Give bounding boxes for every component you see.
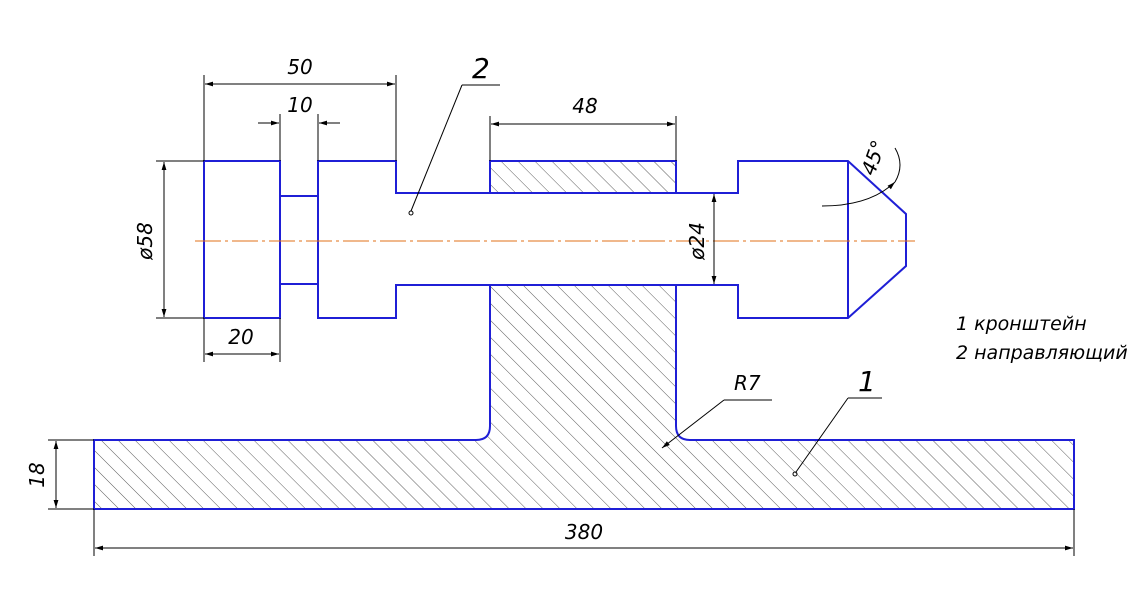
guide-outline — [203, 160, 281, 319]
part-label-2: 2 — [408, 52, 500, 216]
part-label-2-text: 2 — [472, 52, 490, 85]
guide-neck — [280, 195, 318, 285]
dimension-10-label: 10 — [287, 93, 312, 117]
dimension-diameter-58-label: ø58 — [133, 222, 157, 261]
dimension-50-label: 50 — [287, 55, 312, 79]
dimension-50: 50 — [203, 55, 397, 161]
guide-body — [317, 160, 907, 319]
dimension-diameter-24: ø24 — [685, 194, 717, 284]
legend-line-2: 2 направляющий — [956, 342, 1128, 364]
dimension-48-label: 48 — [572, 94, 597, 118]
parts-legend: 1 кронштейн 2 направляющий — [956, 313, 1128, 364]
dimension-18-label: 18 — [25, 462, 49, 487]
dimension-18: 18 — [25, 439, 94, 510]
part-label-1-text: 1 — [858, 365, 876, 398]
bracket-top-block — [489, 160, 677, 194]
dimension-angle-45: 45° — [821, 137, 901, 207]
bracket-body — [93, 284, 1075, 510]
dimension-380: 380 — [93, 509, 1075, 556]
dimension-radius-r7-label: R7 — [734, 371, 761, 395]
dimension-angle-45-label: 45° — [856, 137, 891, 179]
dimension-48: 48 — [489, 94, 677, 161]
dimension-20-label: 20 — [228, 325, 253, 349]
dimension-10: 10 — [258, 93, 340, 161]
legend-line-1: 1 кронштейн — [956, 313, 1087, 335]
dimension-radius-r7: R7 — [661, 371, 772, 449]
dimension-diameter-24-label: ø24 — [685, 222, 709, 261]
dimension-20: 20 — [203, 318, 281, 362]
dimension-380-label: 380 — [565, 520, 603, 544]
part-label-1: 1 — [792, 365, 882, 477]
dimension-diameter-58: ø58 — [133, 160, 204, 319]
